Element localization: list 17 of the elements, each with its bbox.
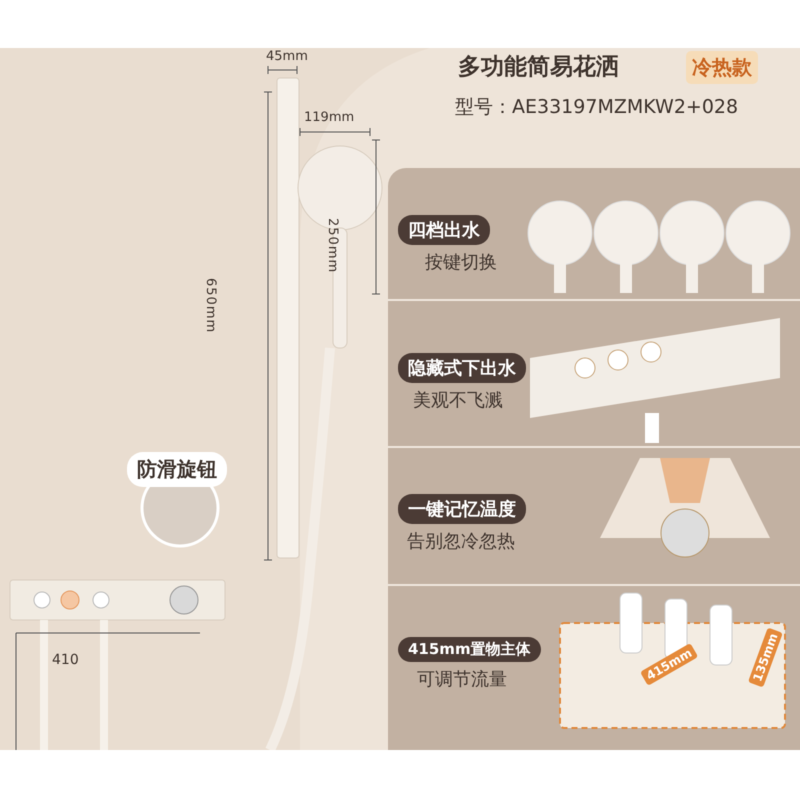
dimension-label: 45mm xyxy=(266,49,308,64)
feature-subtitle: 告别忽冷忽热 xyxy=(407,530,515,553)
dimension-label: 650mm xyxy=(203,278,218,334)
callout-label: 防滑旋钮 xyxy=(127,452,227,487)
feature-subtitle: 可调节流量 xyxy=(417,668,507,691)
feature-subtitle: 美观不飞溅 xyxy=(413,389,503,412)
dimension-label: 119mm xyxy=(304,110,354,125)
badge: 冷热款 xyxy=(686,51,758,84)
feature-title: 四档出水 xyxy=(398,215,490,245)
feature-title: 415mm置物主体 xyxy=(398,637,541,662)
model-number: 型号：AE33197MZMKW2+028 xyxy=(455,95,738,120)
dimension-label: 410 xyxy=(52,652,79,668)
dimension-label: 250mm xyxy=(325,218,340,274)
feature-title: 隐藏式下出水 xyxy=(398,353,526,383)
title: 多功能简易花洒 xyxy=(458,53,619,82)
feature-subtitle: 按键切换 xyxy=(425,251,497,274)
feature-title: 一键记忆温度 xyxy=(398,494,526,524)
